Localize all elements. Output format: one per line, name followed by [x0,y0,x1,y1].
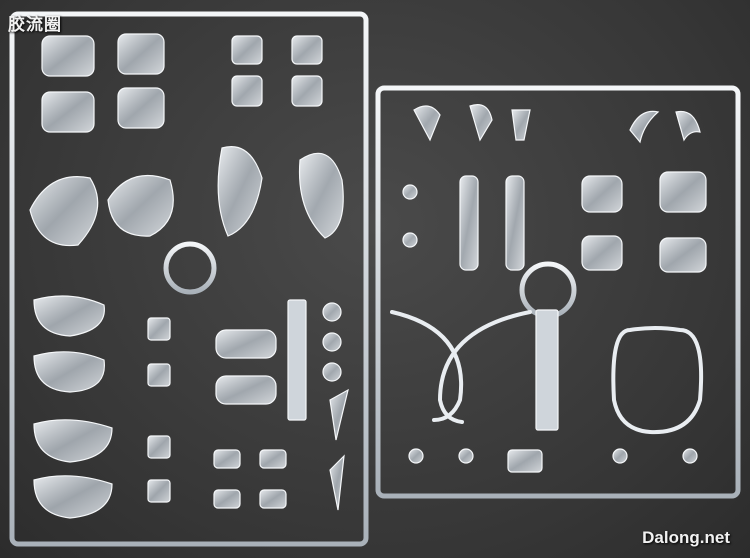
shoulder-part [107,174,174,237]
cable-parts [390,310,704,435]
watermark-top: 胶流圈 [8,15,62,35]
label-plate [287,299,307,421]
torso-part [41,91,95,133]
label-plate [535,309,559,431]
joint-part [402,184,418,200]
block-part [147,363,171,387]
hand-part [581,175,623,213]
torso-part [41,35,95,77]
hand-part [581,235,623,271]
antenna-part [413,105,441,142]
torso-part [117,33,165,75]
foot-part [259,489,287,509]
right-runner [375,85,741,499]
left-runner [9,11,369,547]
block-part [147,435,171,459]
hand-part [659,171,707,213]
crescent-part [629,110,660,144]
foot-part [259,449,287,469]
small-part [507,449,543,473]
leg-frame [459,175,479,271]
leg-part [33,475,113,519]
round-part [322,302,342,322]
small-part [291,75,323,107]
block-part [147,479,171,503]
right-runner-parts [402,104,707,473]
thigh-part [215,329,277,359]
left-runner-parts [29,33,349,519]
small-part [231,75,263,107]
small-part [231,35,263,65]
shoulder-part [29,176,99,247]
foot-part [213,449,241,469]
crescent-part [675,110,701,142]
blade-part [329,388,349,441]
antenna-part [469,104,493,142]
thigh-part [215,375,277,405]
stand-loop [611,326,704,435]
round-part [322,332,342,352]
antenna-part [511,109,531,141]
arm-part [298,152,344,239]
leg-frame [505,175,525,271]
joint-part [682,448,698,464]
joint-part [612,448,628,464]
foot-part [213,489,241,509]
block-part [147,317,171,341]
joint-part [402,232,418,248]
leg-part [33,351,105,393]
small-part [291,35,323,65]
round-part [322,362,342,382]
watermark-bottom: Dalong.net [642,528,730,547]
joint-part [408,448,424,464]
hand-part [659,237,707,273]
leg-part [33,419,113,463]
blade-part [329,454,345,511]
arm-part [217,146,263,237]
torso-part [117,87,165,129]
joint-part [458,448,474,464]
leg-part [33,295,105,337]
